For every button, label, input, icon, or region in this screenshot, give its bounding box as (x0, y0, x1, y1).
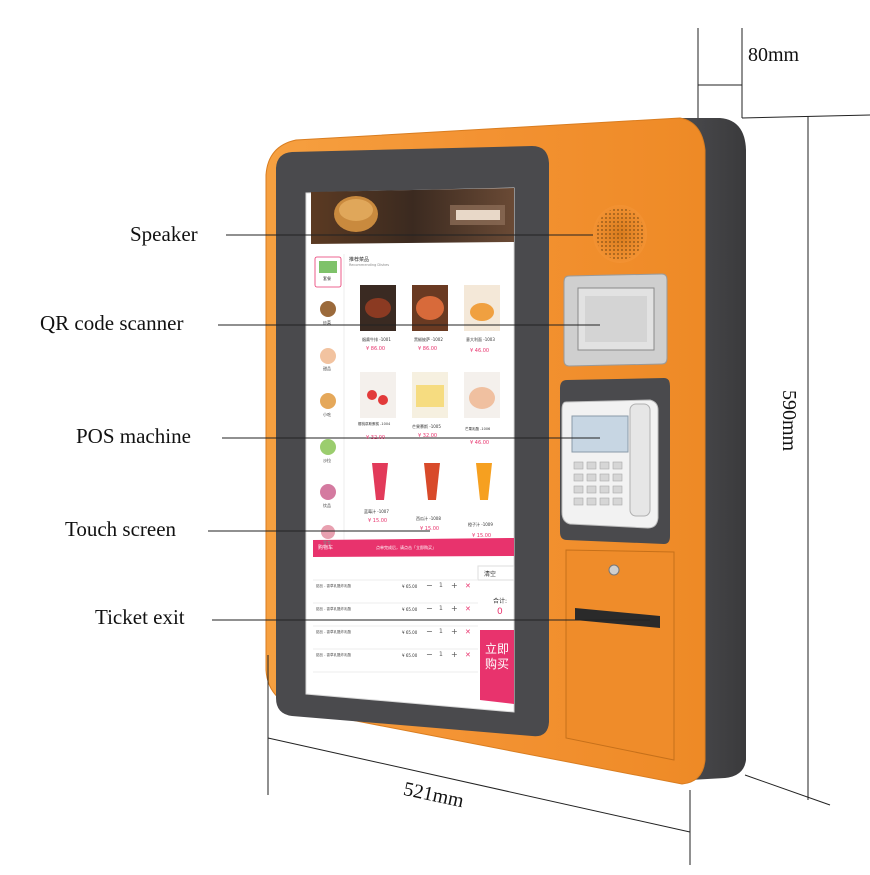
dimension-depth: 80mm (748, 44, 800, 66)
callout-speaker: Speaker (130, 222, 198, 246)
clear-cart-button[interactable]: 清空 (484, 571, 497, 578)
dish-price: ¥ 46.00 (470, 348, 490, 354)
remove-item-icon[interactable]: ✕ (465, 651, 471, 659)
dish-price: ¥ 32.00 (366, 435, 386, 441)
buy-now-button-bg (480, 630, 514, 704)
cart-hint: 点单完成后，请点击「立即购买」 (376, 545, 436, 550)
remove-item-icon[interactable]: ✕ (465, 582, 471, 590)
total-label: 合计: (493, 598, 508, 605)
remove-item-icon[interactable]: ✕ (465, 628, 471, 636)
callout-qr-scanner: QR code scanner (40, 311, 184, 335)
qty-increase-button[interactable]: + (451, 604, 458, 613)
dish-name[interactable]: 蓝莓汁 -1007 (364, 509, 389, 514)
dish-price: ¥ 86.00 (366, 346, 386, 352)
dish-name[interactable]: 黑椒披萨 -1002 (414, 337, 443, 342)
qty-value[interactable]: 1 (439, 605, 443, 612)
sidebar-item[interactable]: 炒菜 (323, 320, 331, 325)
cart-item-name: 甜品 - 香草乳酪炸乳酪 (316, 653, 351, 657)
callout-ticket-exit: Ticket exit (95, 605, 185, 629)
cart-bar (313, 538, 514, 557)
dish-price: ¥ 15.00 (472, 533, 492, 539)
remove-item-icon[interactable]: ✕ (465, 605, 471, 613)
sidebar-item[interactable]: 套餐 (323, 276, 331, 281)
qty-decrease-button[interactable]: − (426, 650, 433, 659)
total-value: 0 (497, 607, 503, 617)
sidebar-item[interactable]: 饮品 (323, 503, 331, 508)
qty-value[interactable]: 1 (439, 651, 443, 658)
cart-item-price: ¥ 65.00 (402, 653, 418, 658)
cart-item-name: 甜品 - 香草乳酪炸乳酪 (316, 630, 351, 634)
sidebar-item[interactable]: 零食 (323, 540, 331, 545)
cart-item-name: 甜品 - 香草乳酪炸乳酪 (316, 607, 351, 611)
cart-item-price: ¥ 65.00 (402, 607, 418, 612)
dish-price: ¥ 15.00 (420, 526, 440, 532)
lock-icon (608, 564, 620, 576)
dish-price: ¥ 15.00 (368, 518, 388, 524)
qty-increase-button[interactable]: + (451, 581, 458, 590)
dish-name[interactable]: 樱桃慕斯蛋糕 -1004 (358, 422, 391, 426)
dimension-lines (267, 28, 870, 865)
qty-increase-button[interactable]: + (451, 650, 458, 659)
dish-price: ¥ 46.00 (470, 440, 490, 446)
qty-decrease-button[interactable]: − (426, 604, 433, 613)
sidebar-item[interactable]: 甜品 (323, 366, 331, 371)
screen-section-subtitle: Recommending Dishes (349, 263, 390, 267)
dish-name[interactable]: 意大利面 -1003 (466, 337, 495, 342)
callout-leaders (208, 234, 650, 621)
cart-item-name: 甜品 - 香草乳酪炸乳酪 (316, 584, 351, 588)
dish-price: ¥ 86.00 (418, 346, 438, 352)
dish-price: ¥ 32.00 (418, 433, 438, 439)
qty-decrease-button[interactable]: − (426, 581, 433, 590)
dish-name[interactable]: 橙子汁 -1009 (468, 522, 493, 527)
qty-value[interactable]: 1 (439, 628, 443, 635)
sidebar-item[interactable]: 沙拉 (323, 458, 331, 463)
cart-title: 购物车 (318, 545, 334, 551)
dish-name[interactable]: 芒果慕斯 -1005 (412, 424, 441, 429)
callout-touch-screen: Touch screen (65, 517, 177, 541)
cart-item-price: ¥ 65.00 (402, 630, 418, 635)
dimension-height: 590mm (778, 390, 800, 452)
callout-pos-machine: POS machine (76, 424, 191, 448)
sidebar-item[interactable]: 小吃 (323, 412, 331, 417)
ticket-exit-slot (575, 608, 660, 628)
dish-name[interactable]: 西瓜汁 -1008 (416, 516, 441, 521)
ticket-cabinet (565, 549, 675, 761)
dish-name[interactable]: 烟熏牛排 -1001 (362, 337, 391, 342)
dish-name[interactable]: 芒果乳酪 -1006 (465, 427, 491, 431)
buy-now-button[interactable]: 立即购买 (484, 642, 509, 671)
qty-increase-button[interactable]: + (451, 627, 458, 636)
cart-item-price: ¥ 65.00 (402, 584, 418, 589)
screen-section-title: 推荐菜品 (349, 257, 370, 263)
qty-value[interactable]: 1 (439, 582, 443, 589)
qty-decrease-button[interactable]: − (426, 627, 433, 636)
